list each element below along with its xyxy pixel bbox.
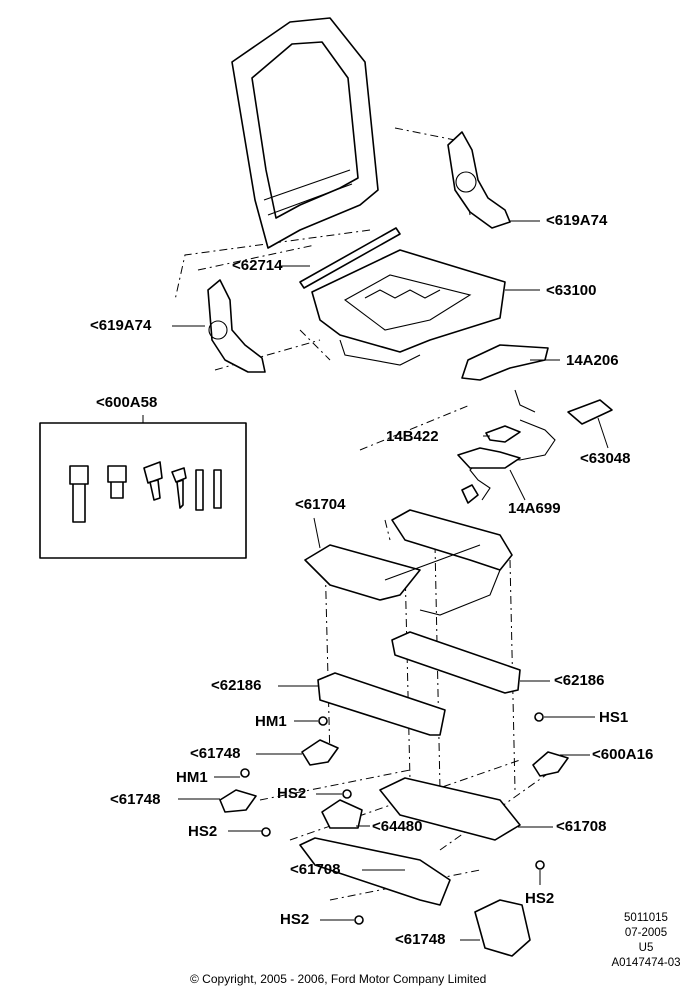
label-hs2-d: HS2 bbox=[280, 911, 310, 928]
bracket-600a16 bbox=[532, 751, 569, 777]
label-63100: <63100 bbox=[546, 282, 597, 299]
label-61748-a: <61748 bbox=[190, 745, 241, 762]
copyright-text: © Copyright, 2005 - 2006, Ford Motor Com… bbox=[190, 972, 487, 986]
bracket-61748-a bbox=[301, 739, 339, 766]
sensor-harness bbox=[457, 389, 556, 504]
label-63048: <63048 bbox=[580, 450, 631, 467]
label-61748-c: <61748 bbox=[395, 931, 446, 948]
label-62186-right: <62186 bbox=[554, 672, 605, 689]
label-619a74-left: <619A74 bbox=[90, 317, 152, 334]
cover-61748-c bbox=[474, 899, 531, 957]
bolt-1 bbox=[69, 465, 89, 523]
bolt-2 bbox=[107, 465, 127, 499]
screw-3 bbox=[143, 461, 163, 501]
screw-kit-box bbox=[39, 415, 247, 559]
label-14b422: 14B422 bbox=[386, 428, 439, 445]
fasteners bbox=[240, 712, 545, 925]
recliner-right bbox=[447, 131, 511, 229]
rail-62186-left bbox=[317, 672, 446, 736]
label-hs2-a: HS2 bbox=[277, 785, 307, 802]
label-hs2-b: HS2 bbox=[188, 823, 218, 840]
label-619a74-top: <619A74 bbox=[546, 212, 608, 229]
reference-code-1: 5011015 bbox=[624, 912, 668, 924]
stud-5 bbox=[195, 469, 204, 511]
lower-track-64480 bbox=[321, 799, 363, 829]
label-62714: <62714 bbox=[232, 257, 283, 274]
label-62186-left: <62186 bbox=[211, 677, 262, 694]
module-63048 bbox=[567, 399, 613, 425]
label-61708-left: <61708 bbox=[290, 861, 341, 878]
label-hm1-b: HM1 bbox=[176, 769, 208, 786]
label-14a699: 14A699 bbox=[508, 500, 561, 517]
rail-62186-right bbox=[391, 631, 521, 694]
reference-code-3: A0147474-03 bbox=[611, 957, 681, 969]
label-61704: <61704 bbox=[295, 496, 346, 513]
reference-date: 07-2005 bbox=[624, 927, 668, 939]
label-hm1-a: HM1 bbox=[255, 713, 287, 730]
stud-6 bbox=[213, 469, 222, 509]
reference-block: 5011015 07-2005 U5 A0147474-03 bbox=[598, 911, 694, 971]
label-hs1: HS1 bbox=[599, 709, 629, 726]
label-600a16: <600A16 bbox=[592, 746, 654, 763]
recliner-left bbox=[207, 279, 266, 373]
leader-lines bbox=[172, 220, 609, 941]
lower-track-61708-right bbox=[379, 777, 521, 841]
lower-track-61708-left bbox=[299, 837, 451, 906]
bracket-14a206 bbox=[461, 344, 549, 381]
label-14a206: 14A206 bbox=[566, 352, 619, 369]
label-hs2-c: HS2 bbox=[525, 890, 555, 907]
seat-back-frame bbox=[231, 17, 379, 249]
reference-code-2: U5 bbox=[638, 942, 654, 954]
label-64480: <64480 bbox=[372, 818, 423, 835]
rod-62714 bbox=[299, 227, 401, 289]
track-assembly-61704 bbox=[304, 509, 513, 616]
screw-4 bbox=[171, 467, 187, 509]
cushion-frame-63100 bbox=[311, 249, 506, 366]
label-600a58: <600A58 bbox=[96, 394, 158, 411]
bracket-61748-b bbox=[219, 789, 257, 813]
label-61748-b: <61748 bbox=[110, 791, 161, 808]
label-61708-right: <61708 bbox=[556, 818, 607, 835]
